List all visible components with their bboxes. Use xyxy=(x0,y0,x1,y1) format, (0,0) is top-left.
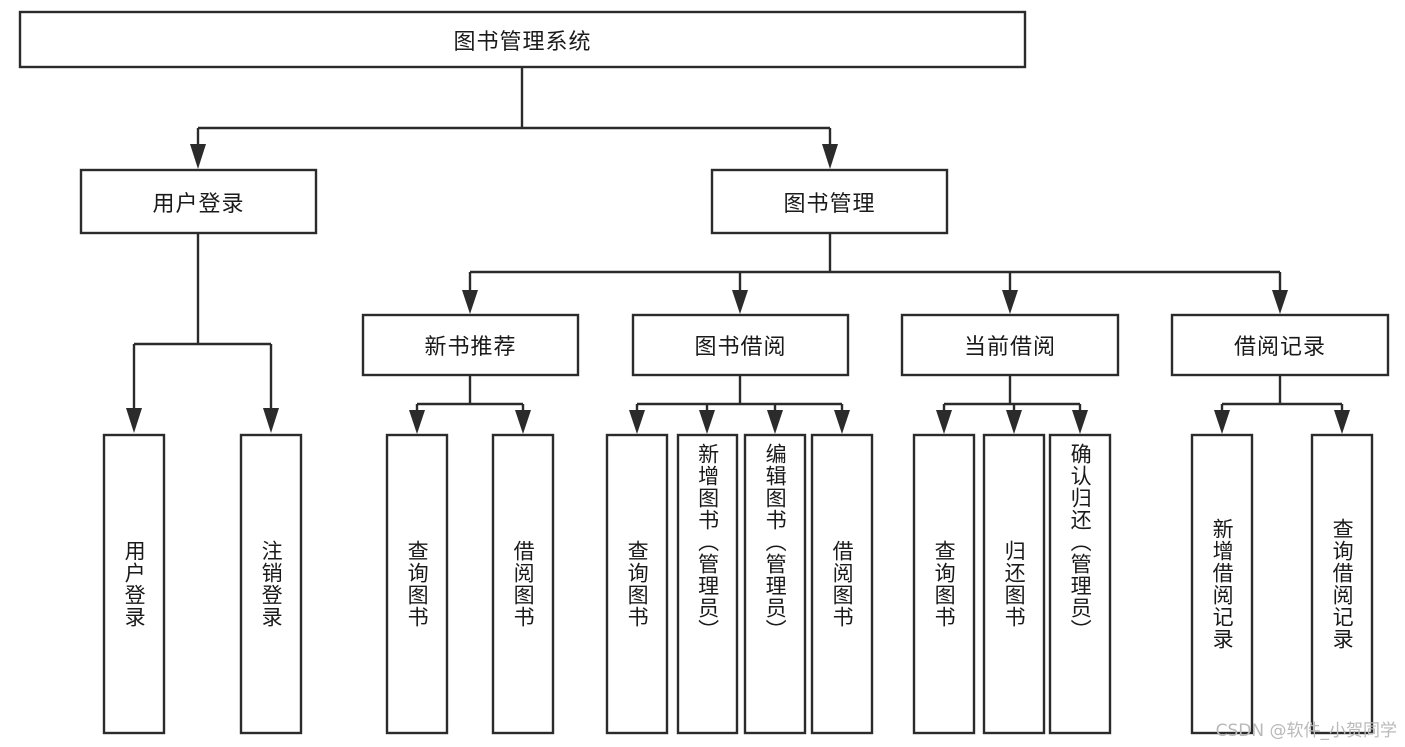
node-box-leaf-add-record[interactable] xyxy=(1190,433,1254,735)
node-box-leaf-add-book[interactable] xyxy=(676,433,739,735)
node-box-current-borrow[interactable] xyxy=(900,313,1120,377)
node-box-user-login[interactable] xyxy=(79,168,318,235)
arrowhead-leaf-query-book-2 xyxy=(629,410,645,434)
arrowhead-book-manage xyxy=(822,144,838,169)
arrowhead-leaf-logout-login xyxy=(263,408,279,433)
node-box-leaf-return-book[interactable] xyxy=(982,433,1046,735)
arrowhead-borrow-record xyxy=(1272,290,1288,314)
node-box-leaf-query-record[interactable] xyxy=(1310,433,1374,735)
node-box-root[interactable] xyxy=(18,10,1027,69)
node-box-new-book-recommend[interactable] xyxy=(361,313,580,377)
arrowhead-book-borrow xyxy=(732,290,748,314)
connector-layer xyxy=(126,67,1350,434)
arrowhead-user-login xyxy=(190,144,206,169)
arrowhead-leaf-add-record xyxy=(1214,410,1230,434)
node-box-leaf-edit-book[interactable] xyxy=(743,433,807,735)
node-box-borrow-record[interactable] xyxy=(1170,313,1390,377)
arrowhead-new-book-recommend xyxy=(462,290,478,314)
arrowhead-leaf-user-login xyxy=(126,408,142,433)
arrowhead-leaf-borrow-book-1 xyxy=(515,410,531,434)
arrowhead-leaf-query-record xyxy=(1334,410,1350,434)
node-box-book-manage[interactable] xyxy=(710,168,949,235)
node-box-leaf-query-book-2[interactable] xyxy=(605,433,669,735)
arrowhead-leaf-return-book xyxy=(1006,410,1022,434)
node-box-leaf-borrow-book-1[interactable] xyxy=(491,433,555,735)
node-layer xyxy=(18,10,1390,735)
node-box-leaf-logout-login[interactable] xyxy=(239,433,303,735)
arrowhead-leaf-confirm-return xyxy=(1072,410,1088,434)
arrowhead-leaf-query-book-3 xyxy=(936,410,952,434)
arrowhead-current-borrow xyxy=(1002,290,1018,314)
node-box-leaf-confirm-return[interactable] xyxy=(1048,433,1112,735)
node-box-leaf-query-book-3[interactable] xyxy=(912,433,976,735)
arrowhead-leaf-add-book xyxy=(699,410,715,434)
node-box-book-borrow[interactable] xyxy=(631,313,850,377)
arrowhead-leaf-query-book-1 xyxy=(409,410,425,434)
node-box-leaf-user-login[interactable] xyxy=(102,433,166,735)
node-box-leaf-borrow-book-2[interactable] xyxy=(810,433,874,735)
arrowhead-leaf-edit-book xyxy=(767,410,783,434)
arrowhead-leaf-borrow-book-2 xyxy=(834,410,850,434)
node-box-leaf-query-book-1[interactable] xyxy=(385,433,449,735)
